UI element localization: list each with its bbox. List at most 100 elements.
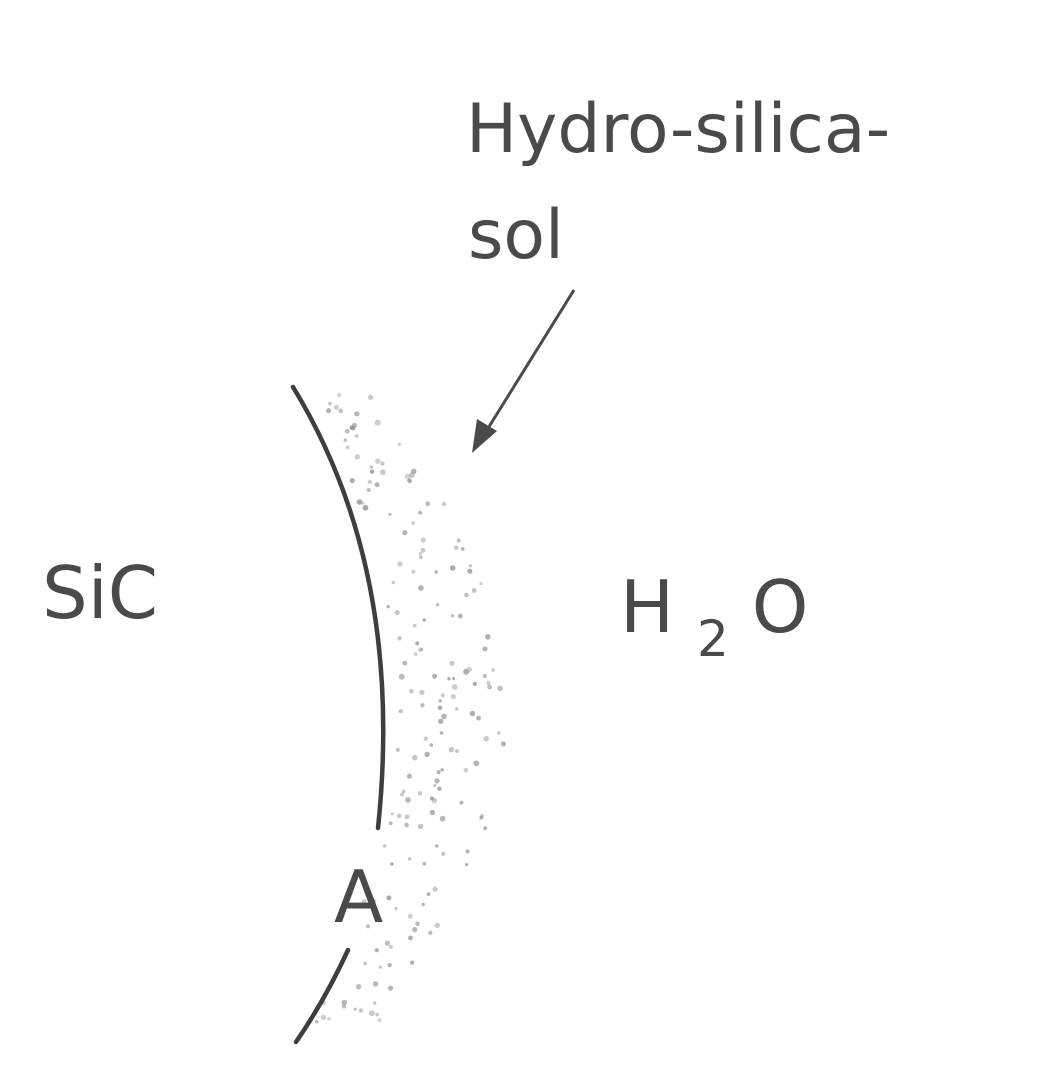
sol-particle-dot (487, 684, 492, 690)
sol-particle-dot (472, 681, 477, 687)
sol-particle-dot (354, 434, 359, 438)
sol-particle-dot (409, 688, 414, 694)
sol-particle-dot (327, 1017, 331, 1021)
sol-particle-dot (439, 815, 446, 822)
sol-particle-dot (380, 469, 386, 476)
sol-particle-dot (441, 851, 446, 856)
sol-particle-dot (368, 1010, 375, 1017)
sol-particle-dot (439, 731, 444, 735)
sol-particle-dot (397, 442, 401, 447)
sol-particle-dot (380, 461, 385, 466)
sol-particle-dot (412, 623, 417, 628)
sol-particle-dot (341, 999, 348, 1006)
sol-particle-dot (345, 445, 350, 450)
hydro-silica-sol-layer (315, 392, 506, 1024)
sol-particle-dot (421, 902, 425, 907)
sol-particle-dot (355, 984, 362, 990)
sol-particle-dot (404, 822, 409, 828)
sol-particle-dot (464, 592, 469, 598)
callout-arrow-line (480, 289, 576, 439)
sol-particle-dot (436, 770, 441, 775)
sol-particle-dot (425, 501, 431, 507)
sol-particle-dot (394, 907, 398, 911)
sol-particle-dot (404, 814, 410, 820)
sol-particle-dot (375, 458, 381, 464)
sol-particle-dot (501, 741, 506, 747)
sol-particle-dot (366, 488, 371, 492)
sol-particle-dot (354, 411, 360, 417)
sol-particle-dot (432, 886, 438, 892)
liquid-phase-label-h: H (620, 565, 674, 649)
sol-particle-dot (399, 792, 405, 797)
sol-particle-dot (486, 680, 491, 686)
sic-surface-curve-lower (293, 947, 351, 1045)
sol-particle-dot (418, 552, 423, 556)
sol-particle-dot (435, 844, 439, 848)
callout-label-line2: sol (468, 196, 564, 275)
sol-particle-dot (431, 797, 438, 804)
sol-particle-dot (404, 473, 411, 480)
sol-particle-dot (369, 465, 373, 469)
sol-particle-dot (450, 614, 455, 618)
sol-particle-dot (447, 677, 451, 681)
sol-particle-dot (432, 673, 437, 679)
sol-particle-dot (476, 715, 481, 721)
sol-particle-dot (391, 580, 396, 585)
sol-particle-dot (343, 438, 347, 442)
sol-particle-dot (338, 408, 344, 414)
sol-particle-dot (386, 604, 390, 609)
sol-particle-dot (353, 1007, 357, 1011)
sol-particle-dot (361, 899, 367, 904)
sol-particle-dot (374, 482, 380, 488)
sol-particle-dot (419, 555, 423, 559)
sol-particle-dot (420, 703, 425, 708)
sol-particle-dot (438, 699, 442, 703)
sol-particle-dot (368, 394, 373, 400)
sol-particle-dot (410, 960, 415, 965)
sol-particle-dot (412, 754, 418, 761)
liquid-phase-label: H 2 O (620, 565, 808, 673)
sol-particle-dot (397, 561, 403, 567)
sol-particle-dot (402, 530, 408, 536)
sol-particle-dot (362, 504, 369, 511)
sol-particle-dot (428, 930, 433, 935)
sol-particle-dot (388, 985, 394, 991)
sol-particle-dot (406, 773, 413, 779)
sol-particle-dot (429, 809, 436, 816)
sol-particle-dot (497, 731, 501, 735)
sol-particle-dot (349, 478, 355, 484)
sol-particle-dot (407, 913, 413, 919)
sol-particle-dot (415, 921, 420, 926)
sol-particle-dot (434, 922, 440, 929)
sol-particle-dot (497, 685, 503, 692)
sol-particle-dot (344, 429, 350, 434)
sol-particle-dot (417, 823, 424, 830)
sol-particle-dot (483, 735, 490, 742)
sol-particle-dot (374, 419, 381, 426)
sol-particle-dot (407, 478, 412, 484)
sol-particle-dot (417, 791, 423, 796)
sol-particle-dot (394, 610, 400, 616)
sol-particle-dot (375, 1012, 380, 1017)
sol-particle-dot (480, 813, 484, 818)
sol-particle-dot (466, 666, 472, 673)
sol-particle-dot (411, 468, 417, 475)
sol-particle-dot (433, 783, 437, 788)
sol-particle-dot (365, 924, 370, 929)
sol-particle-dot (455, 749, 459, 753)
sol-particle-dot (415, 641, 420, 646)
sol-particle-dot (468, 564, 472, 568)
sol-particle-dot (396, 813, 402, 819)
sol-particle-dot (402, 789, 406, 794)
sol-particle-dot (422, 861, 427, 866)
sol-particle-dot (426, 892, 431, 897)
sic-surface-curve-upper (290, 384, 386, 831)
sol-particle-dot (418, 585, 424, 591)
sol-particle-dot (449, 660, 455, 666)
sol-particle-dot (456, 538, 461, 543)
sol-particle-dot (358, 1008, 363, 1013)
sol-particle-dot (372, 899, 377, 903)
sol-particle-dot (354, 454, 361, 460)
liquid-phase-label-subscript: 2 (697, 610, 729, 668)
